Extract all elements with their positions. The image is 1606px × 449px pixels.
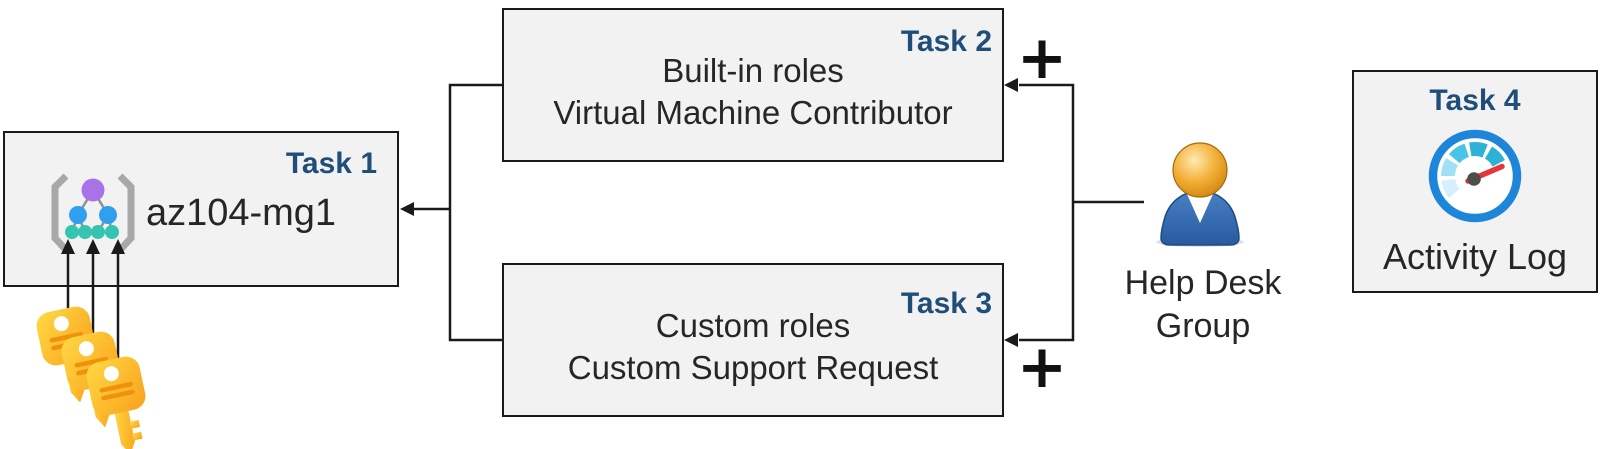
- task4-caption: Activity Log: [1382, 236, 1568, 277]
- task2-line2: Virtual Machine Contributor: [553, 94, 953, 131]
- task3-box: Task 3 Custom roles Custom Support Reque…: [502, 263, 1004, 417]
- actor-label: Help Desk Group: [1100, 262, 1306, 348]
- task1-badge: Task 1: [285, 147, 377, 180]
- task4-box: Task 4 Activity Log: [1352, 70, 1598, 293]
- task2-box: Task 2 Built-in roles Virtual Machine Co…: [502, 8, 1004, 162]
- plus-icon-top: +: [1016, 23, 1068, 93]
- task1-name: az104-mg1: [145, 191, 337, 234]
- plus-icon-bottom: +: [1016, 332, 1068, 402]
- management-group-icon: [51, 173, 135, 253]
- task3-line2: Custom Support Request: [567, 349, 939, 386]
- task3-line1: Custom roles: [655, 307, 851, 344]
- task4-badge: Task 4: [1429, 84, 1521, 117]
- actor-label-line1: Help Desk: [1124, 264, 1282, 302]
- task3-badge: Task 3: [900, 287, 992, 320]
- access-keys-icon: [36, 306, 146, 449]
- task2-line1: Built-in roles: [662, 52, 844, 89]
- activity-log-gauge-icon: [1428, 129, 1522, 223]
- actor-label-line2: Group: [1155, 307, 1251, 345]
- user-icon: [1156, 142, 1244, 247]
- task2-badge: Task 2: [900, 25, 992, 58]
- task1-box: Task 1 az104-mg1: [3, 131, 399, 287]
- key-icon: [86, 356, 146, 449]
